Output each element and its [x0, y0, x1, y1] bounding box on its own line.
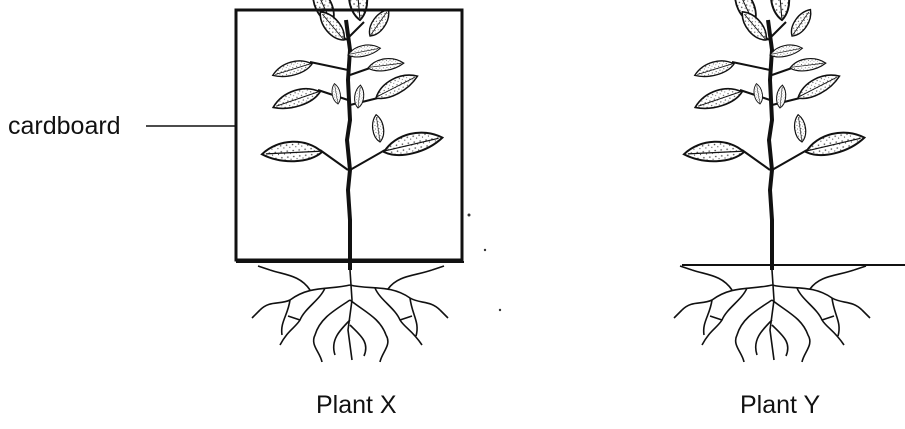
plant-x [236, 0, 464, 362]
stray-dot [484, 249, 486, 251]
plant-x-caption: Plant X [316, 391, 397, 420]
plant-y-caption: Plant Y [740, 391, 820, 420]
cardboard-label: cardboard [8, 112, 121, 141]
plant-y [674, 0, 905, 362]
stray-dot [468, 214, 471, 217]
stray-dot [499, 309, 501, 311]
